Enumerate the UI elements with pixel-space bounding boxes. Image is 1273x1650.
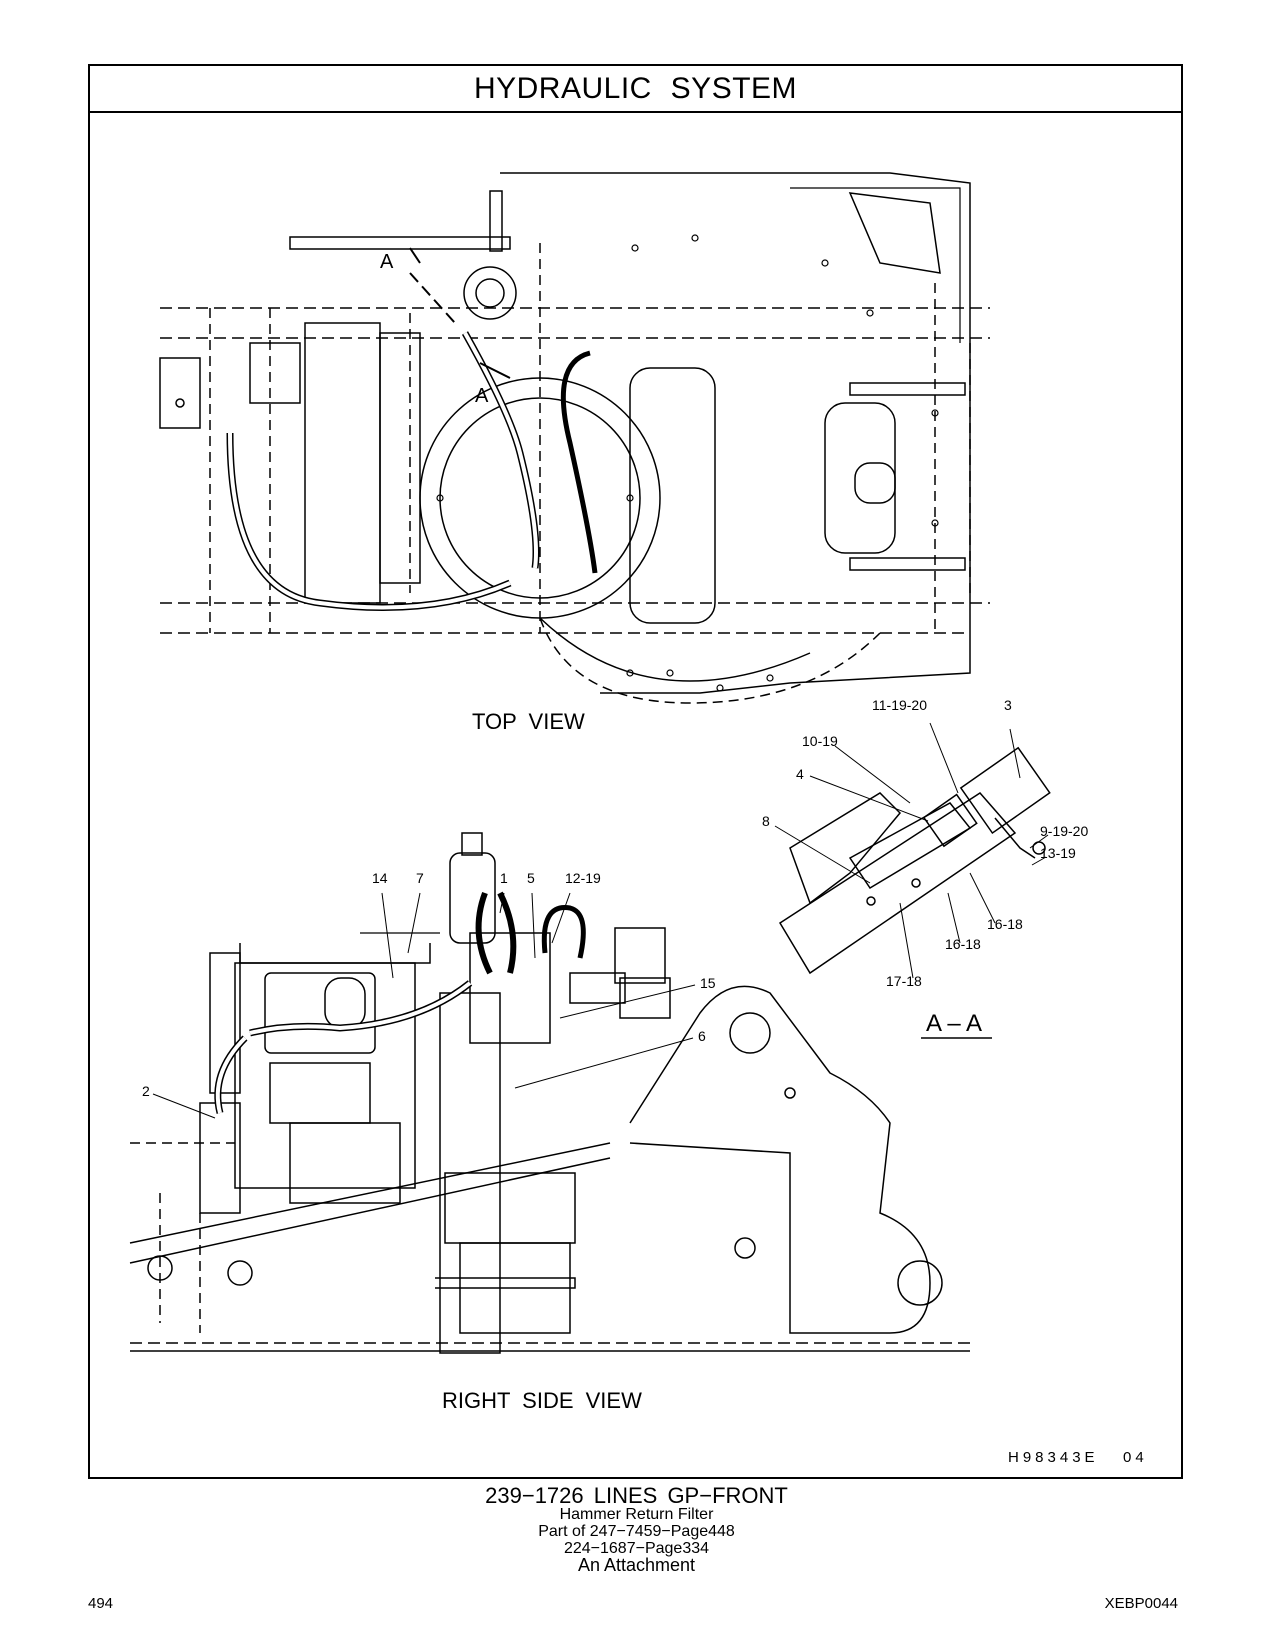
callout-aa-10-19: 10-19 — [802, 733, 838, 749]
document-id: XEBP0044 — [1104, 1595, 1178, 1612]
top-view-drawing — [159, 172, 990, 704]
callout-side-15: 15 — [700, 975, 716, 991]
caption-line-3: Part of 247−7459−Page448 — [538, 1523, 735, 1540]
callout-side-6: 6 — [698, 1028, 706, 1044]
caption-main: 239−1726 LINES GP−FRONT — [485, 1483, 788, 1508]
page-number: 494 — [88, 1595, 114, 1612]
caption-line-5: An Attachment — [577, 1555, 696, 1575]
top-view-label: TOP VIEW — [472, 709, 585, 734]
right-side-view-label: RIGHT SIDE VIEW — [442, 1388, 642, 1413]
callout-aa-4: 4 — [796, 766, 804, 782]
callout-aa-16-18-a: 16-18 — [987, 916, 1023, 932]
drawing-id: H98343E 04 — [1008, 1449, 1148, 1466]
callout-side-14: 14 — [372, 870, 388, 886]
drawing-area: TOP VIEW RIGHT SIDE VIEW A – A A A 11-19… — [90, 113, 1181, 1477]
caption-line-4: 224−1687−Page334 — [563, 1540, 710, 1557]
section-marker-a-upper: A — [380, 251, 394, 273]
callout-side-12-19: 12-19 — [565, 870, 601, 886]
callout-aa-11-19-20: 11-19-20 — [872, 697, 928, 713]
section-aa-drawing — [774, 722, 1051, 1039]
section-aa-label: A – A — [926, 1010, 983, 1037]
callout-aa-9-19-20: 9-19-20 — [1040, 823, 1089, 839]
callout-aa-17-18: 17-18 — [886, 973, 922, 989]
callout-aa-3: 3 — [1004, 697, 1012, 713]
caption-line-2: Hammer Return Filter — [559, 1506, 714, 1523]
callout-side-7: 7 — [416, 870, 424, 886]
right-side-view-drawing — [129, 832, 970, 1354]
callout-aa-16-18-b: 16-18 — [945, 936, 981, 952]
title-bar: HYDRAULIC SYSTEM — [90, 66, 1181, 113]
callout-side-1: 1 — [500, 870, 508, 886]
callout-aa-13-19: 13-19 — [1040, 845, 1076, 861]
callout-aa-8: 8 — [762, 813, 770, 829]
section-marker-a-lower: A — [475, 385, 489, 407]
callout-side-2: 2 — [142, 1083, 150, 1099]
callout-side-5: 5 — [527, 870, 535, 886]
page-title: HYDRAULIC SYSTEM — [473, 71, 798, 105]
diagram-frame: HYDRAULIC SYSTEM — [88, 64, 1183, 1479]
